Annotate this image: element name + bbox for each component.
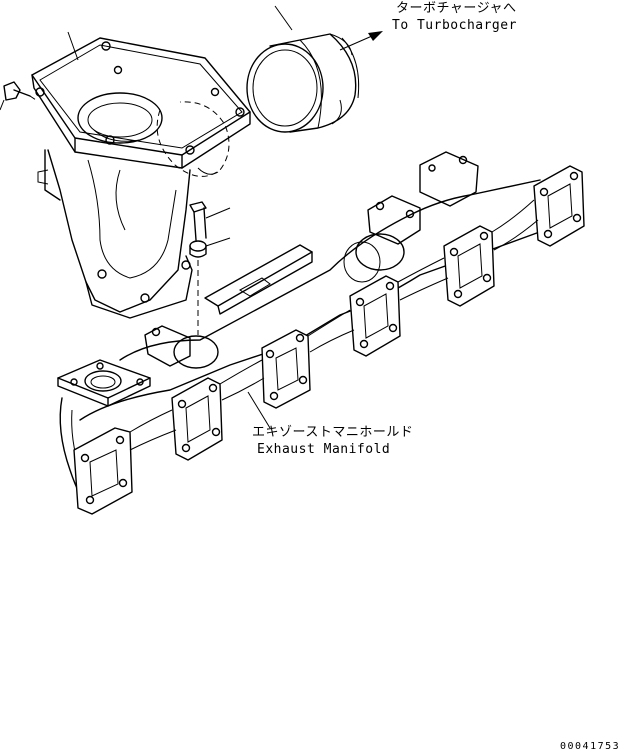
connector-tube-part [246, 33, 360, 133]
turbo-elbow-part [31, 37, 251, 319]
manifold-label-jp: エキゾーストマニホールド [252, 425, 414, 440]
exhaust-manifold-part [57, 151, 585, 515]
manifold-label-en: Exhaust Manifold [257, 442, 391, 457]
leader-manifold [247, 391, 271, 429]
arrow-to-turbocharger-icon [339, 31, 383, 51]
flange-bolt-left [0, 81, 37, 111]
stud-bolt [189, 201, 231, 241]
turbocharger-label-jp: ターボチャージャへ [396, 1, 517, 16]
washer [189, 237, 231, 258]
drawing-code: 00041753 [560, 741, 621, 752]
leader-elbow [67, 31, 79, 61]
turbocharger-label-en: To Turbocharger [392, 18, 517, 33]
leader-tube [274, 5, 293, 31]
